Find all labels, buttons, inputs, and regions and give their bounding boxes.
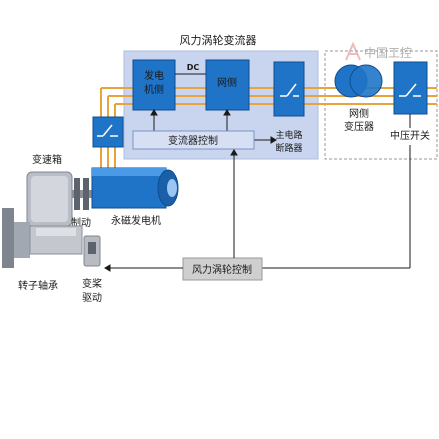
generator-breaker-block[interactable] (92, 116, 124, 148)
generator-side-block (132, 59, 176, 111)
brake-icon (72, 178, 94, 210)
grid-side-label: 网侧 (217, 76, 237, 89)
generator-side-label-1: 发电 (144, 69, 164, 82)
converter-control-box (132, 130, 255, 150)
control-arrows (150, 109, 277, 144)
converter-title: 风力涡轮变流器 (180, 33, 257, 47)
main-breaker-label-2: 断路器 (275, 142, 302, 154)
mv-switch-label: 中压开关 (390, 129, 430, 142)
grid-transformer-label-2: 变压器 (344, 120, 374, 133)
gen-breaker-switch-icon (97, 124, 118, 137)
main-breaker-label-1: 主电路 (275, 129, 302, 141)
svg-text:中国工控: 中国工控 (364, 45, 412, 60)
pitch-drive-icon (83, 235, 101, 267)
main-breaker-block[interactable] (273, 61, 305, 117)
generator-icon (91, 167, 179, 209)
rotor-hub-icon (2, 208, 83, 268)
generator-side-label-2: 机侧 (144, 83, 164, 96)
pitch-drive-label-1: 变桨 (82, 277, 102, 290)
dc-label: DC (187, 63, 200, 72)
transformer-icon (334, 64, 383, 98)
turbine-control-label: 风力涡轮控制 (192, 263, 252, 276)
converter-control-label: 变流器控制 (168, 134, 218, 147)
grid-side-block (205, 59, 250, 111)
control-lines (104, 149, 238, 272)
turbine-control-box (182, 257, 263, 281)
mv-breaker-switch-icon (399, 83, 421, 97)
pm-generator-label: 永磁发电机 (111, 214, 161, 227)
mv-switch-block[interactable] (393, 61, 428, 115)
grid-transformer-label-1: 网侧 (349, 107, 369, 120)
gearbox-label: 变速箱 (32, 153, 62, 166)
rotor-bearing-label: 转子轴承 (18, 279, 58, 292)
watermark: 中国工控 (345, 41, 412, 61)
mv-feedback-line (262, 114, 411, 269)
pitch-drive-label-2: 驱动 (82, 292, 102, 304)
breaker-switch-icon (280, 83, 299, 97)
gearbox-icon (26, 171, 73, 227)
